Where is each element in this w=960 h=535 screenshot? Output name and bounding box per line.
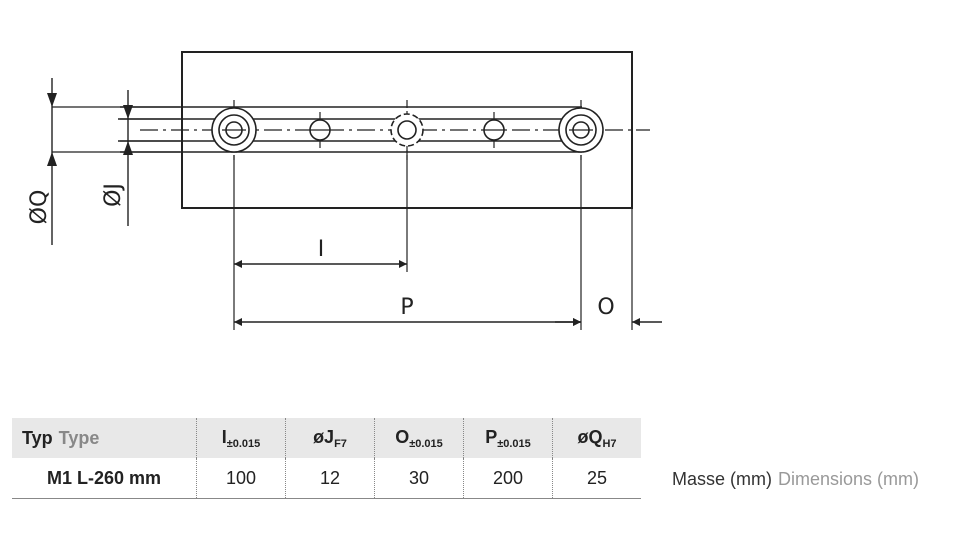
dim-p-label: P — [400, 295, 413, 320]
row-type: M1 L-260 mm — [12, 458, 197, 499]
value-q: 25 — [552, 458, 641, 499]
header-col-o: O±0.015 — [374, 418, 464, 458]
technical-drawing: I P O ØQ ØJ — [27, 51, 662, 330]
header-col-q-sub: H7 — [602, 437, 617, 450]
dim-i-label: I — [318, 237, 325, 262]
dim-j-label: ØJ — [101, 183, 126, 207]
slot-lines — [118, 106, 582, 153]
header-col-q: øQH7 — [552, 418, 641, 458]
value-i: 100 — [196, 458, 286, 499]
header-col-o-sub: ±0.015 — [409, 437, 443, 450]
extension-lines — [52, 106, 633, 330]
value-p: 200 — [463, 458, 553, 499]
table-row: M1 L-260 mm 100 12 30 200 25 — [12, 458, 641, 499]
dim-o-label: O — [597, 295, 614, 320]
hole-middle — [390, 113, 424, 147]
header-col-i-sub: ±0.015 — [226, 437, 261, 450]
header-col-o-main: O — [395, 426, 410, 447]
header-col-i-main: I — [221, 426, 227, 447]
header-col-i: I±0.015 — [196, 418, 286, 458]
units-note-en: Dimensions (mm) — [778, 469, 920, 489]
header-col-p-sub: ±0.015 — [497, 437, 531, 450]
units-note: Masse (mm) Dimensions (mm) — [672, 469, 919, 490]
header-col-p: P±0.015 — [463, 418, 553, 458]
header-type-de: Typ — [22, 427, 53, 448]
header-col-j-main: øJ — [313, 426, 335, 447]
header-type-en: Type — [58, 427, 100, 448]
header-col-j: øJF7 — [285, 418, 375, 458]
header-col-j-sub: F7 — [334, 437, 347, 450]
value-j: 12 — [285, 458, 375, 499]
header-col-p-main: P — [485, 426, 498, 447]
units-note-de: Masse (mm) — [672, 469, 772, 489]
value-o: 30 — [374, 458, 464, 499]
dim-q-label: ØQ — [27, 190, 52, 225]
header-col-q-main: øQ — [577, 426, 603, 447]
